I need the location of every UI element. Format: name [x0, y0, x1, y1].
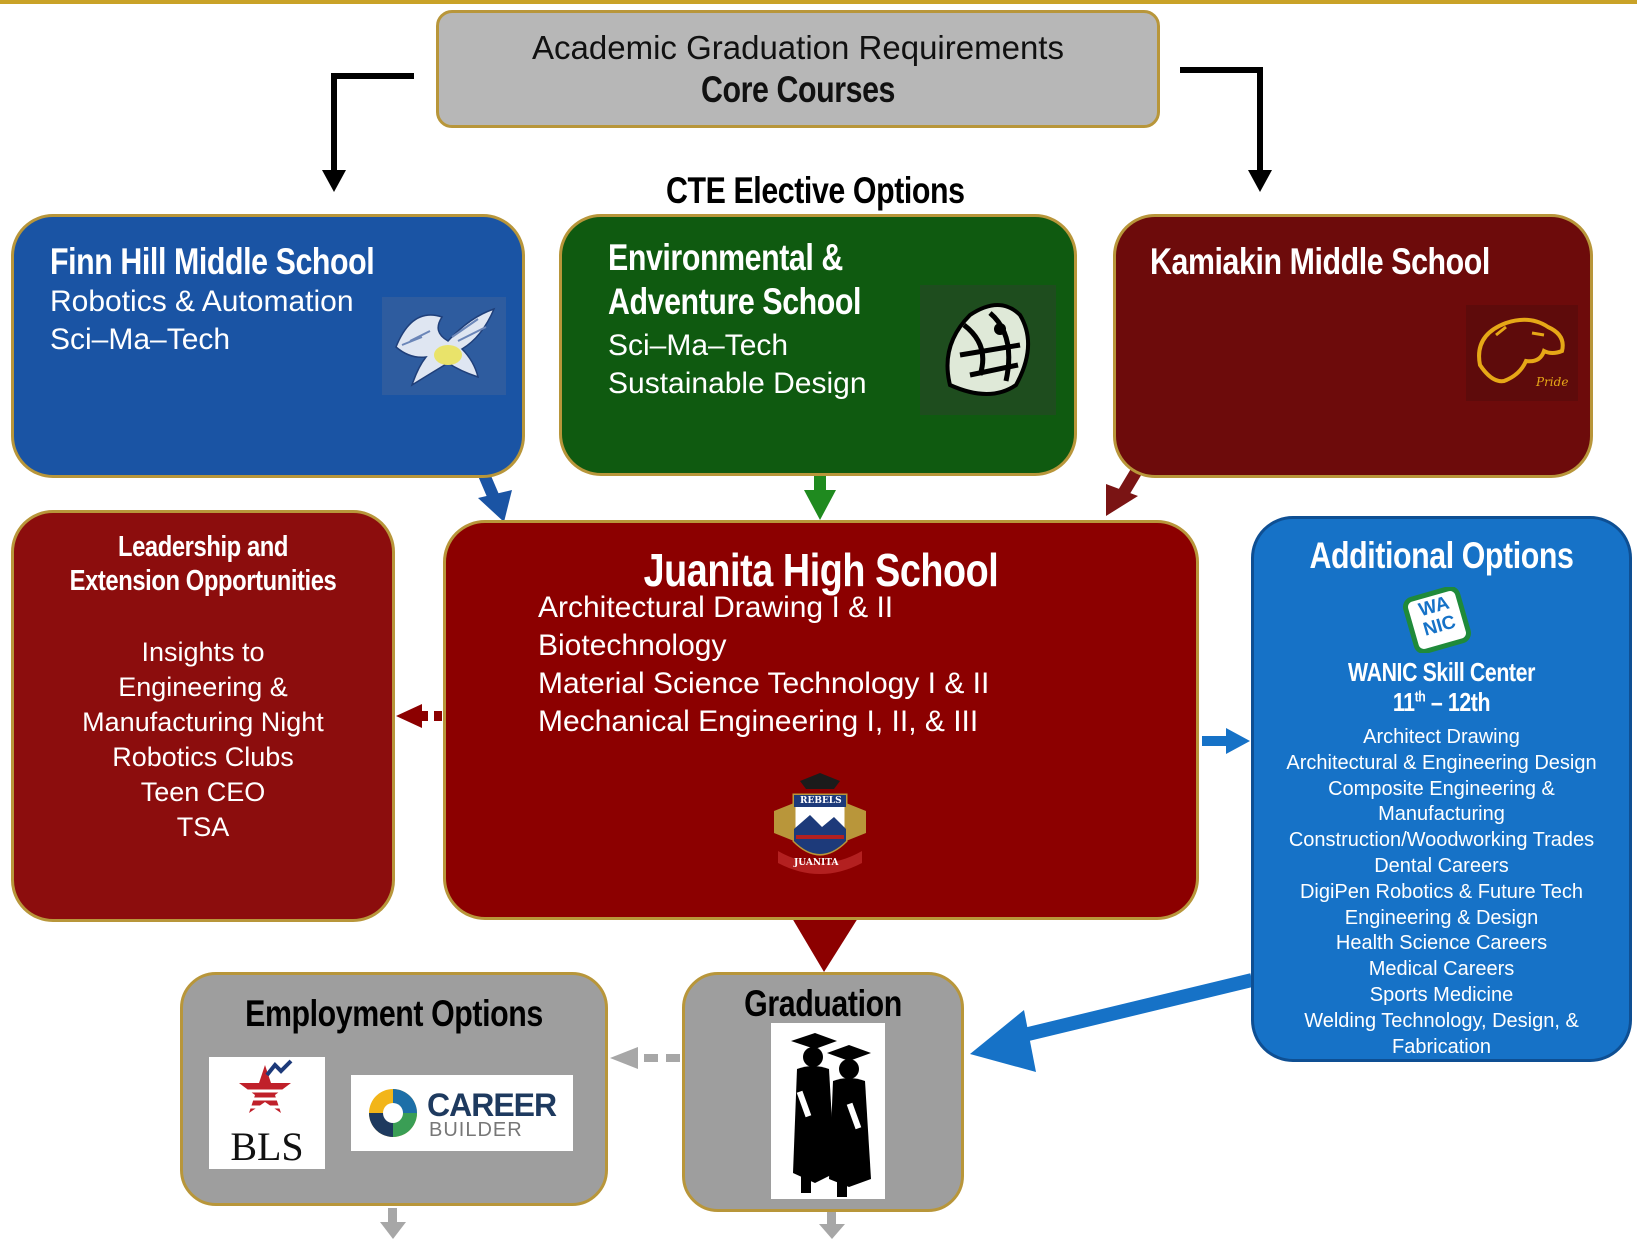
addl-item-7: DigiPen Robotics & Future Tech — [1299, 880, 1584, 903]
lead-item-1: Insights to — [141, 637, 265, 667]
addl-item-4: Manufacturing — [1378, 803, 1505, 826]
finn-title: Finn Hill Middle School — [50, 241, 445, 283]
arrow-addl-grad — [1018, 973, 1254, 1043]
lead-title-1: Leadership and — [14, 531, 392, 564]
bls-logo-icon: BLS — [209, 1057, 325, 1169]
finn-item-1: Robotics & Automation — [50, 285, 354, 318]
rebels-crest-icon: REBELS JUANITA — [764, 771, 876, 881]
lead-item-5: Teen CEO — [140, 777, 266, 807]
env-item-2: Sustainable Design — [608, 367, 867, 400]
env-title-2-text: Adventure School — [608, 281, 862, 322]
lead-item-6: TSA — [176, 812, 230, 842]
emp-title-text: Employment Options — [245, 993, 543, 1034]
salmon-art-icon — [920, 285, 1056, 415]
environmental-box: Environmental & Adventure School Sci–Ma–… — [559, 214, 1077, 476]
employment-options-box: Employment Options BLS CAREER BUILDER — [180, 972, 608, 1206]
wanic-logo-icon: WA NIC — [1400, 585, 1474, 655]
finn-hill-box: Finn Hill Middle School Robotics & Autom… — [11, 214, 525, 478]
jhs-item-3: Material Science Technology I & II — [538, 667, 990, 700]
grades-start: 11 — [1392, 687, 1415, 717]
grades-end: – 12th — [1425, 687, 1491, 717]
addl-title-text: Additional Options — [1309, 535, 1574, 576]
lead-title-2: Extension Opportunities — [14, 565, 392, 598]
core-line2-text: Core Courses — [700, 69, 896, 110]
graduation-box: Graduation — [682, 972, 964, 1212]
lead-items: Insights to Engineering & Manufacturing … — [14, 635, 392, 845]
addl-item-9: Health Science Careers — [1335, 932, 1548, 955]
addl-grades: 11th – 12th — [1254, 687, 1629, 718]
jhs-item-4: Mechanical Engineering I, II, & III — [538, 705, 979, 738]
addl-item-5: Construction/Woodworking Trades — [1288, 829, 1595, 852]
grad-title-text: Graduation — [744, 983, 902, 1024]
juanita-box: Juanita High School Architectural Drawin… — [443, 520, 1199, 920]
cougar-logo-text: Pride — [1536, 375, 1569, 389]
jhs-title-text: Juanita High School — [643, 544, 999, 596]
arrow-jhs-grad — [792, 918, 858, 972]
graduates-icon — [771, 1023, 885, 1199]
jhs-items: Architectural Drawing I & II Biotechnolo… — [538, 589, 989, 741]
careerbuilder-line1: CAREER — [427, 1087, 557, 1123]
jhs-title: Juanita High School — [446, 543, 1196, 597]
cougar-logo-icon: Pride — [1466, 305, 1578, 401]
addl-item-6: Dental Careers — [1374, 854, 1509, 877]
grad-title: Graduation — [685, 983, 961, 1025]
addl-item-2: Architectural & Engineering Design — [1286, 751, 1597, 774]
leadership-box: Leadership and Extension Opportunities I… — [11, 510, 395, 922]
arrow-jhs-addl — [1202, 736, 1226, 746]
env-title-1-text: Environmental & — [608, 237, 843, 278]
core-line2: Core Courses — [439, 69, 1157, 111]
addl-grades-text: 11th – 12th — [1288, 687, 1596, 718]
arrow-grad-down — [827, 1212, 836, 1226]
addl-items: Architect Drawing Architectural & Engine… — [1254, 725, 1629, 1060]
lead-title-1-text: Leadership and — [117, 531, 288, 563]
addl-subtitle: WANIC Skill Center — [1254, 657, 1629, 688]
careerbuilder-logo-icon: CAREER BUILDER — [351, 1075, 573, 1151]
jhs-item-2: Biotechnology — [538, 629, 727, 662]
addl-item-1: Architect Drawing — [1363, 726, 1520, 748]
core-requirements-box: Academic Graduation Requirements Core Co… — [436, 10, 1160, 128]
addl-item-13: Fabrication — [1392, 1035, 1491, 1058]
lead-item-3: Manufacturing Night — [82, 707, 324, 737]
lead-item-4: Robotics Clubs — [112, 742, 294, 772]
addl-item-12: Welding Technology, Design, & — [1304, 1009, 1579, 1032]
addl-subtitle-text: WANIC Skill Center — [1348, 657, 1535, 687]
addl-item-3: Composite Engineering & — [1328, 777, 1555, 800]
addl-item-8: Engineering & Design — [1344, 906, 1539, 929]
emp-title: Employment Options — [183, 993, 605, 1035]
bls-text: BLS — [230, 1124, 304, 1169]
careerbuilder-line2: BUILDER — [429, 1119, 523, 1141]
addl-item-11: Sports Medicine — [1369, 983, 1514, 1006]
env-item-1: Sci–Ma–Tech — [608, 329, 789, 362]
kam-title: Kamiakin Middle School — [1150, 241, 1565, 283]
crest-top-text: REBELS — [800, 796, 842, 806]
core-line1: Academic Graduation Requirements — [532, 29, 1064, 66]
kam-title-text: Kamiakin Middle School — [1150, 241, 1490, 282]
arrow-env-jhs — [814, 476, 826, 492]
jhs-item-1: Architectural Drawing I & II — [538, 591, 894, 624]
arrow-top-right — [1180, 67, 1263, 172]
crest-bottom-text: JUANITA — [794, 858, 839, 868]
grades-sup: th — [1414, 688, 1426, 706]
arrow-emp-down — [388, 1208, 397, 1224]
addl-title: Additional Options — [1254, 535, 1629, 577]
addl-item-10: Medical Careers — [1368, 958, 1515, 981]
finn-item-2: Sci–Ma–Tech — [50, 323, 231, 356]
eagle-logo-icon — [382, 297, 506, 395]
env-title-1: Environmental & — [608, 237, 895, 279]
lead-title-2-text: Extension Opportunities — [69, 565, 337, 597]
finn-title-text: Finn Hill Middle School — [50, 241, 375, 282]
additional-options-box: Additional Options WA NIC WANIC Skill Ce… — [1251, 516, 1632, 1062]
cte-heading: CTE Elective Options — [666, 170, 1030, 212]
cte-heading-text: CTE Elective Options — [666, 170, 965, 211]
top-rule — [0, 0, 1637, 4]
arrow-top-left — [331, 73, 414, 172]
kamiakin-box: Kamiakin Middle School Pride — [1113, 214, 1593, 478]
lead-item-2: Engineering & — [118, 672, 288, 702]
arrow-kam-jhs — [1118, 468, 1142, 496]
env-title-2: Adventure School — [608, 281, 917, 323]
